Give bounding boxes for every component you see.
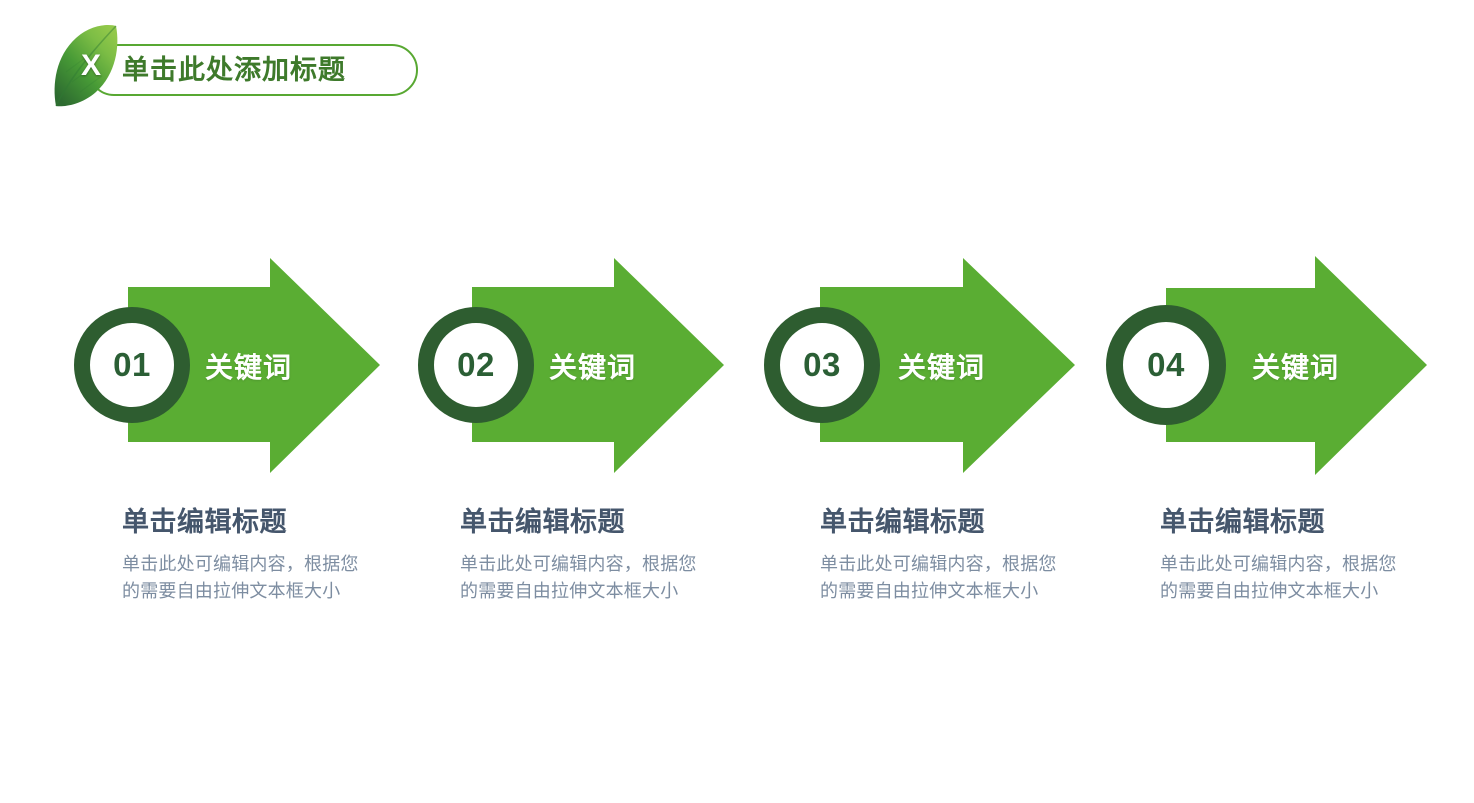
step-circle-3[interactable]: 03 [764,307,880,423]
step-circle-1[interactable]: 01 [74,307,190,423]
arrow-shape-2 [472,258,724,473]
arrow-shape-4 [1166,256,1427,475]
arrow-shape-3 [820,258,1075,473]
caption-body-2: 单击此处可编辑内容，根据您的需要自由拉伸文本框大小 [460,554,697,601]
step-number-3: 03 [803,346,841,383]
caption-block-2: 单击编辑标题 单击此处可编辑内容，根据您的需要自由拉伸文本框大小 [460,505,730,605]
step-circle-4[interactable]: 04 [1106,305,1226,425]
caption-body-4: 单击此处可编辑内容，根据您的需要自由拉伸文本框大小 [1160,554,1397,601]
step-number-2: 02 [457,346,495,383]
step-circle-2[interactable]: 02 [418,307,534,423]
step-keyword-3: 关键词 [898,352,986,383]
process-step-3[interactable]: 03 关键词 [758,248,1078,488]
caption-block-4: 单击编辑标题 单击此处可编辑内容，根据您的需要自由拉伸文本框大小 [1160,505,1430,605]
caption-title-3: 单击编辑标题 [820,507,985,537]
process-step-2[interactable]: 02 关键词 [412,248,727,488]
caption-title-2: 单击编辑标题 [460,507,625,537]
caption-body-3: 单击此处可编辑内容，根据您的需要自由拉伸文本框大小 [820,554,1057,601]
process-step-4[interactable]: 04 关键词 [1100,248,1430,488]
page-title: 单击此处添加标题 [122,55,346,85]
process-step-1[interactable]: 01 关键词 [68,248,383,488]
arrow-shape-1 [128,258,380,473]
process-arrow-row: 01 关键词 02 关键词 03 关键词 04 关键词 [0,248,1474,488]
title-pill-outline [88,44,418,96]
slide-header: X 单击此处添加标题 [24,14,424,107]
leaf-badge-letter: X [80,49,101,82]
step-keyword-1: 关键词 [205,352,293,383]
caption-block-1: 单击编辑标题 单击此处可编辑内容，根据您的需要自由拉伸文本框大小 [122,505,392,605]
caption-title-1: 单击编辑标题 [122,507,287,537]
step-keyword-4: 关键词 [1252,352,1340,383]
step-number-1: 01 [113,346,151,383]
leaf-icon [50,22,128,110]
step-keyword-2: 关键词 [549,352,637,383]
step-number-4: 04 [1147,346,1185,383]
caption-block-3: 单击编辑标题 单击此处可编辑内容，根据您的需要自由拉伸文本框大小 [820,505,1090,605]
caption-row: 单击编辑标题 单击此处可编辑内容，根据您的需要自由拉伸文本框大小 单击编辑标题 … [0,505,1474,665]
caption-title-4: 单击编辑标题 [1160,507,1325,537]
caption-body-1: 单击此处可编辑内容，根据您的需要自由拉伸文本框大小 [122,554,359,601]
